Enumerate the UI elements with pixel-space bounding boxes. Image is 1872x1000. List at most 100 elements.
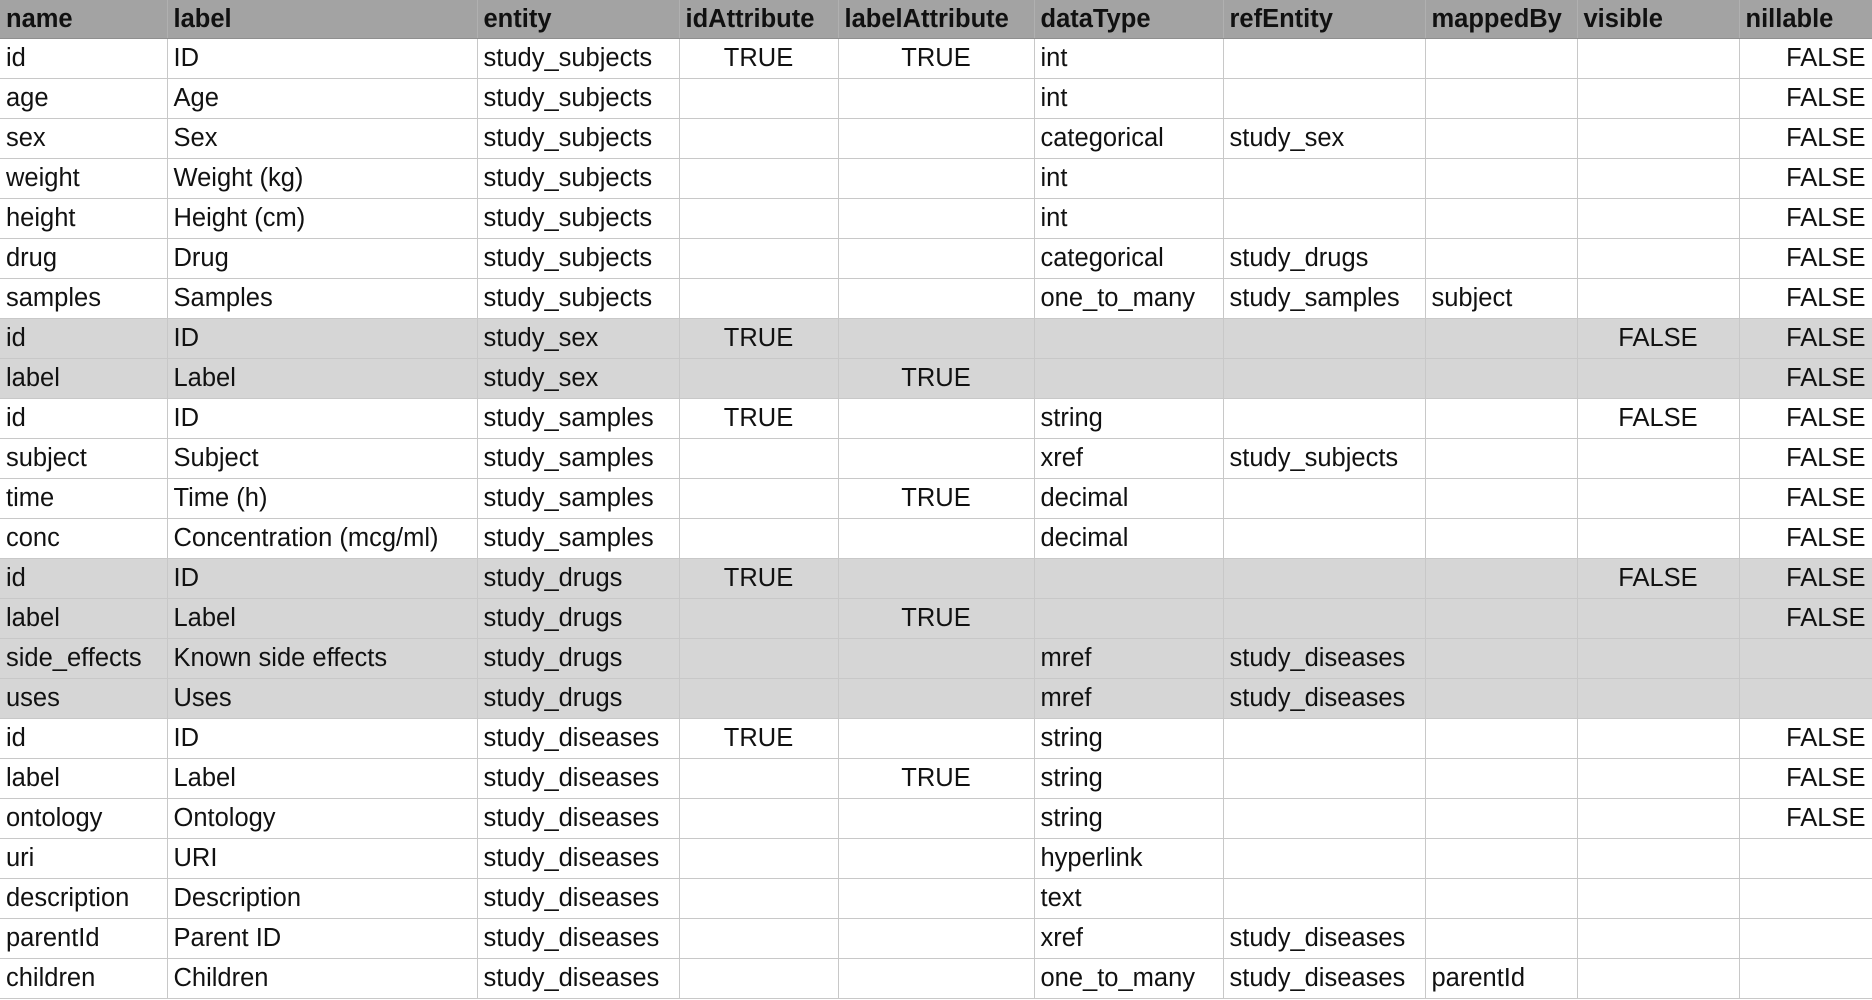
cell-idattribute[interactable]: TRUE bbox=[679, 718, 839, 759]
cell-label[interactable]: Concentration (mcg/ml) bbox=[167, 518, 478, 559]
cell-label[interactable]: Label bbox=[167, 358, 478, 399]
cell-datatype[interactable]: hyperlink bbox=[1034, 838, 1224, 879]
cell-datatype[interactable]: one_to_many bbox=[1034, 958, 1224, 999]
cell-entity[interactable]: study_diseases bbox=[477, 958, 680, 999]
cell-name[interactable]: side_effects bbox=[0, 638, 168, 679]
cell-label[interactable]: Weight (kg) bbox=[167, 158, 478, 199]
cell-datatype[interactable]: int bbox=[1034, 158, 1224, 199]
cell-idattribute[interactable] bbox=[679, 478, 839, 519]
cell-nillable[interactable]: FALSE bbox=[1739, 798, 1872, 839]
cell-datatype[interactable]: string bbox=[1034, 758, 1224, 799]
cell-name[interactable]: drug bbox=[0, 238, 168, 279]
cell-labelattribute[interactable] bbox=[838, 198, 1035, 239]
cell-idattribute[interactable] bbox=[679, 758, 839, 799]
cell-mappedby[interactable] bbox=[1425, 518, 1578, 559]
cell-nillable[interactable]: FALSE bbox=[1739, 558, 1872, 599]
cell-idattribute[interactable] bbox=[679, 918, 839, 959]
cell-labelattribute[interactable]: TRUE bbox=[838, 598, 1035, 639]
cell-datatype[interactable]: int bbox=[1034, 78, 1224, 119]
cell-entity[interactable]: study_subjects bbox=[477, 198, 680, 239]
cell-refentity[interactable] bbox=[1223, 758, 1426, 799]
cell-nillable[interactable] bbox=[1739, 678, 1872, 719]
cell-visible[interactable] bbox=[1577, 718, 1740, 759]
cell-datatype[interactable] bbox=[1034, 318, 1224, 359]
cell-nillable[interactable] bbox=[1739, 958, 1872, 999]
cell-idattribute[interactable]: TRUE bbox=[679, 398, 839, 439]
cell-entity[interactable]: study_drugs bbox=[477, 558, 680, 599]
cell-idattribute[interactable] bbox=[679, 358, 839, 399]
cell-refentity[interactable] bbox=[1223, 158, 1426, 199]
cell-idattribute[interactable] bbox=[679, 518, 839, 559]
cell-datatype[interactable]: categorical bbox=[1034, 238, 1224, 279]
cell-refentity[interactable] bbox=[1223, 558, 1426, 599]
cell-visible[interactable] bbox=[1577, 38, 1740, 79]
cell-refentity[interactable] bbox=[1223, 878, 1426, 919]
cell-idattribute[interactable] bbox=[679, 878, 839, 919]
cell-visible[interactable] bbox=[1577, 958, 1740, 999]
cell-mappedby[interactable] bbox=[1425, 358, 1578, 399]
cell-mappedby[interactable]: subject bbox=[1425, 278, 1578, 319]
column-header-idattribute[interactable]: idAttribute bbox=[679, 0, 839, 39]
cell-idattribute[interactable] bbox=[679, 158, 839, 199]
cell-datatype[interactable]: string bbox=[1034, 398, 1224, 439]
cell-labelattribute[interactable] bbox=[838, 878, 1035, 919]
cell-datatype[interactable]: text bbox=[1034, 878, 1224, 919]
cell-mappedby[interactable] bbox=[1425, 918, 1578, 959]
cell-idattribute[interactable] bbox=[679, 118, 839, 159]
cell-entity[interactable]: study_diseases bbox=[477, 798, 680, 839]
cell-refentity[interactable]: study_sex bbox=[1223, 118, 1426, 159]
cell-mappedby[interactable]: parentId bbox=[1425, 958, 1578, 999]
cell-label[interactable]: Age bbox=[167, 78, 478, 119]
cell-refentity[interactable] bbox=[1223, 478, 1426, 519]
cell-datatype[interactable]: categorical bbox=[1034, 118, 1224, 159]
column-header-name[interactable]: name bbox=[0, 0, 168, 39]
cell-labelattribute[interactable] bbox=[838, 158, 1035, 199]
cell-labelattribute[interactable] bbox=[838, 118, 1035, 159]
cell-nillable[interactable]: FALSE bbox=[1739, 518, 1872, 559]
cell-label[interactable]: ID bbox=[167, 38, 478, 79]
cell-mappedby[interactable] bbox=[1425, 158, 1578, 199]
cell-name[interactable]: weight bbox=[0, 158, 168, 199]
cell-visible[interactable] bbox=[1577, 758, 1740, 799]
cell-labelattribute[interactable] bbox=[838, 78, 1035, 119]
cell-labelattribute[interactable] bbox=[838, 718, 1035, 759]
cell-datatype[interactable]: mref bbox=[1034, 638, 1224, 679]
cell-visible[interactable] bbox=[1577, 78, 1740, 119]
cell-label[interactable]: Ontology bbox=[167, 798, 478, 839]
cell-labelattribute[interactable] bbox=[838, 518, 1035, 559]
cell-name[interactable]: samples bbox=[0, 278, 168, 319]
cell-label[interactable]: Time (h) bbox=[167, 478, 478, 519]
cell-visible[interactable]: FALSE bbox=[1577, 558, 1740, 599]
cell-visible[interactable] bbox=[1577, 278, 1740, 319]
cell-entity[interactable]: study_samples bbox=[477, 438, 680, 479]
cell-label[interactable]: Parent ID bbox=[167, 918, 478, 959]
cell-labelattribute[interactable] bbox=[838, 318, 1035, 359]
cell-nillable[interactable] bbox=[1739, 878, 1872, 919]
cell-datatype[interactable]: decimal bbox=[1034, 518, 1224, 559]
cell-entity[interactable]: study_subjects bbox=[477, 158, 680, 199]
cell-labelattribute[interactable] bbox=[838, 638, 1035, 679]
cell-datatype[interactable] bbox=[1034, 558, 1224, 599]
cell-name[interactable]: uses bbox=[0, 678, 168, 719]
cell-entity[interactable]: study_samples bbox=[477, 478, 680, 519]
cell-nillable[interactable]: FALSE bbox=[1739, 598, 1872, 639]
cell-mappedby[interactable] bbox=[1425, 758, 1578, 799]
cell-visible[interactable] bbox=[1577, 238, 1740, 279]
cell-idattribute[interactable] bbox=[679, 958, 839, 999]
column-header-nillable[interactable]: nillable bbox=[1739, 0, 1872, 39]
cell-nillable[interactable]: FALSE bbox=[1739, 198, 1872, 239]
cell-mappedby[interactable] bbox=[1425, 198, 1578, 239]
cell-labelattribute[interactable] bbox=[838, 558, 1035, 599]
cell-idattribute[interactable] bbox=[679, 798, 839, 839]
cell-refentity[interactable]: study_diseases bbox=[1223, 918, 1426, 959]
cell-refentity[interactable]: study_drugs bbox=[1223, 238, 1426, 279]
cell-label[interactable]: Label bbox=[167, 758, 478, 799]
cell-name[interactable]: height bbox=[0, 198, 168, 239]
cell-entity[interactable]: study_drugs bbox=[477, 638, 680, 679]
cell-entity[interactable]: study_subjects bbox=[477, 238, 680, 279]
cell-labelattribute[interactable] bbox=[838, 958, 1035, 999]
cell-label[interactable]: Sex bbox=[167, 118, 478, 159]
cell-idattribute[interactable] bbox=[679, 278, 839, 319]
cell-visible[interactable] bbox=[1577, 638, 1740, 679]
cell-visible[interactable] bbox=[1577, 838, 1740, 879]
